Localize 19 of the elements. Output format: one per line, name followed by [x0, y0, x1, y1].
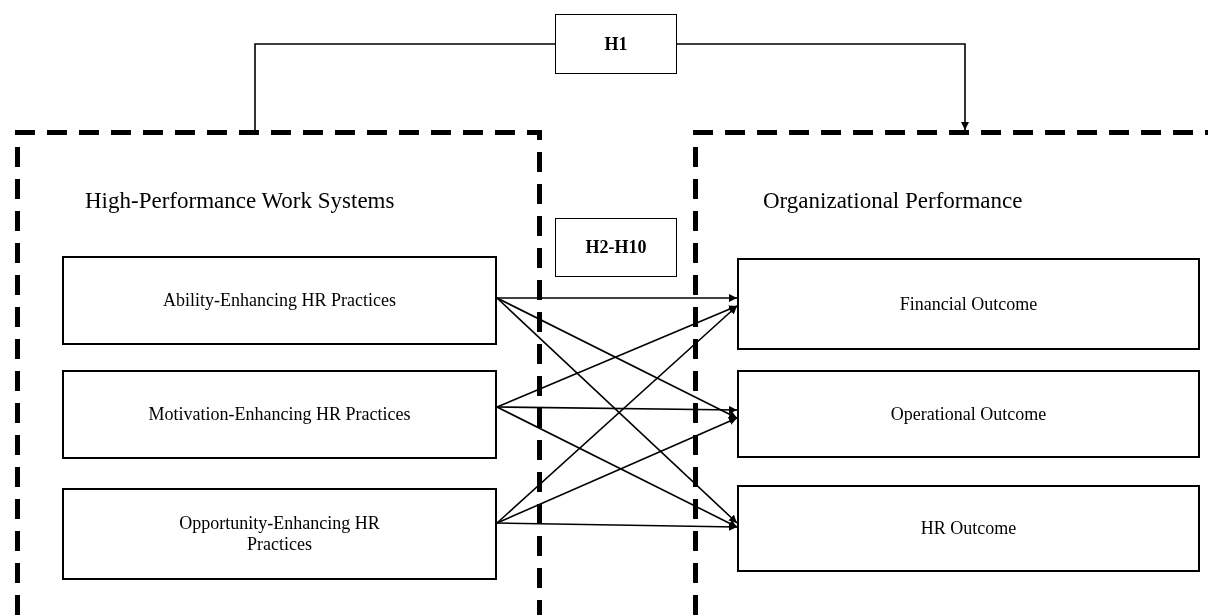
dashed-group-frame: [693, 130, 1208, 615]
arrow: [496, 405, 738, 414]
arrow: [496, 522, 738, 531]
arrow: [496, 297, 738, 419]
construct-box: HR Outcome: [737, 485, 1200, 572]
dashed-group-frame: [15, 130, 542, 615]
arrow: [496, 305, 738, 408]
construct-box: Opportunity-Enhancing HR Practices: [62, 488, 497, 580]
group-heading: Organizational Performance: [763, 188, 1023, 214]
arrow: [496, 294, 738, 302]
construct-box: Motivation-Enhancing HR Practices: [62, 370, 497, 459]
group-heading: High-Performance Work Systems: [85, 188, 395, 214]
connector-line: [254, 43, 556, 131]
construct-box: Operational Outcome: [737, 370, 1200, 458]
arrow: [676, 43, 969, 131]
hypothesis-box: H1: [555, 14, 677, 74]
hypothesis-box: H2-H10: [555, 218, 677, 277]
construct-box: Ability-Enhancing HR Practices: [62, 256, 497, 345]
construct-box: Financial Outcome: [737, 258, 1200, 350]
